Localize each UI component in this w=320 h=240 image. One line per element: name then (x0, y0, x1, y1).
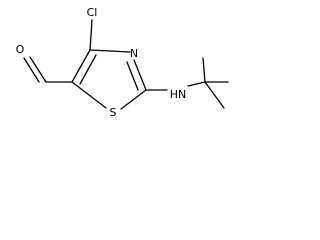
ring-nitrogen-label: N (130, 47, 138, 60)
bond-tbutyl-methyl-3 (204, 81, 225, 109)
bond-s1-c5 (71, 81, 107, 109)
bond-c4-n3 (89, 49, 131, 53)
bond-c2-s1 (120, 89, 147, 110)
bond-c4-cl (89, 19, 93, 51)
chlorine-label: Cl (87, 6, 98, 19)
sulfur-label: S (110, 106, 117, 119)
bond-cho-o-double (23, 57, 40, 83)
bond-c4-c5-double (79, 54, 97, 85)
bond-cho-o (29, 56, 47, 83)
oxygen-label: O (16, 43, 25, 56)
bond-n3-c2-double (126, 61, 139, 91)
amine-label: HN (170, 88, 187, 101)
bond-tbutyl-methyl-2 (202, 57, 206, 83)
bond-amine-tert-carbon (187, 81, 206, 87)
structure-canvas: Cl O N S HN (0, 0, 240, 134)
bond-c4-c5 (71, 49, 91, 83)
molecule-structure: Cl O N S HN (16, 6, 229, 119)
bond-n3-c2 (133, 59, 147, 91)
